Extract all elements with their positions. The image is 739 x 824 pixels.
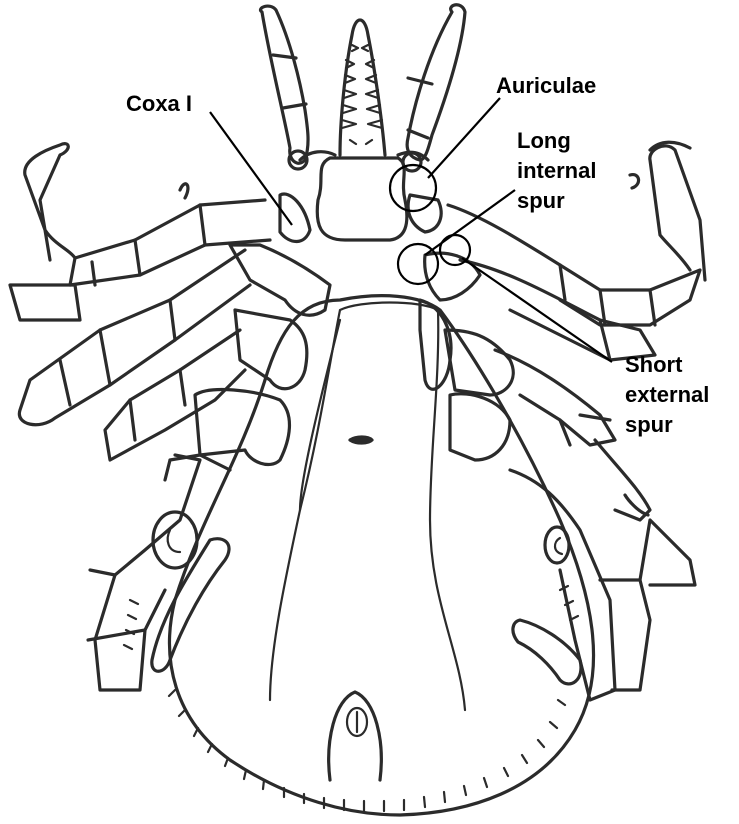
left-leg-1 bbox=[8, 142, 312, 322]
right-leg-1 bbox=[406, 140, 707, 327]
hypostome bbox=[338, 18, 387, 157]
auriculae-leader bbox=[427, 97, 501, 179]
anal-aperture bbox=[327, 690, 383, 782]
left-leg-4 bbox=[86, 453, 231, 692]
label-long-internal-spur: Long internal spur bbox=[517, 128, 603, 213]
label-short-external-spur: Short external spur bbox=[625, 352, 716, 437]
label-coxa-i: Coxa I bbox=[126, 91, 192, 116]
left-leg-2 bbox=[17, 182, 332, 427]
long-internal-spur-ring bbox=[396, 242, 440, 286]
short-external-spur-ring bbox=[438, 233, 472, 267]
marginal-bristles bbox=[167, 688, 567, 813]
auriculae-ring bbox=[388, 163, 438, 213]
long-internal-spur-leader bbox=[424, 189, 516, 256]
body-outline bbox=[151, 294, 596, 817]
right-leg-4 bbox=[508, 468, 697, 702]
right-leg-3 bbox=[443, 328, 652, 522]
left-palp bbox=[259, 4, 310, 171]
coxa-leader bbox=[209, 111, 293, 226]
short-external-spur-leader bbox=[461, 257, 613, 363]
left-leg-3 bbox=[103, 308, 309, 482]
right-spiracle bbox=[543, 525, 571, 565]
right-palp bbox=[401, 3, 467, 173]
capitulum bbox=[259, 3, 467, 242]
genital-pore bbox=[348, 435, 374, 445]
left-spiracle bbox=[151, 510, 199, 570]
label-auriculae: Auriculae bbox=[496, 73, 596, 98]
